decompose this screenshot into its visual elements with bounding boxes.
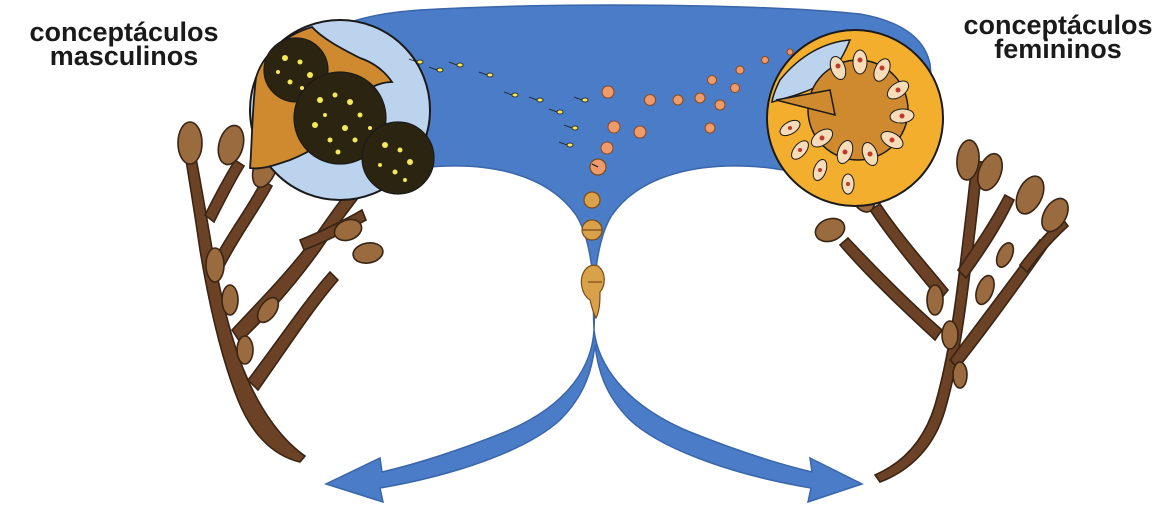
egg-cell [634, 126, 646, 138]
egg-cell [731, 84, 740, 93]
egg-cell [787, 49, 793, 55]
egg-cell [695, 93, 705, 103]
egg-cell [715, 100, 725, 110]
egg-cell [601, 142, 613, 154]
egg-cell [602, 86, 614, 98]
egg-cell [762, 57, 769, 64]
two-cell-embryo [582, 220, 602, 240]
male-thallus-branch-c [248, 272, 338, 390]
male-thallus-branch-d [205, 160, 244, 222]
egg-cell [673, 95, 683, 105]
egg-cell [708, 76, 717, 85]
female-thallus-branch-b [840, 238, 942, 340]
zygote [584, 192, 600, 208]
egg-cell [608, 121, 620, 133]
egg-cell [736, 66, 744, 74]
egg-cell [645, 95, 656, 106]
female-conceptacle [767, 30, 943, 206]
fertilized-egg [590, 159, 606, 175]
male-thallus-stipe [186, 158, 305, 462]
egg-cell [705, 123, 715, 133]
young-germling [581, 265, 604, 318]
